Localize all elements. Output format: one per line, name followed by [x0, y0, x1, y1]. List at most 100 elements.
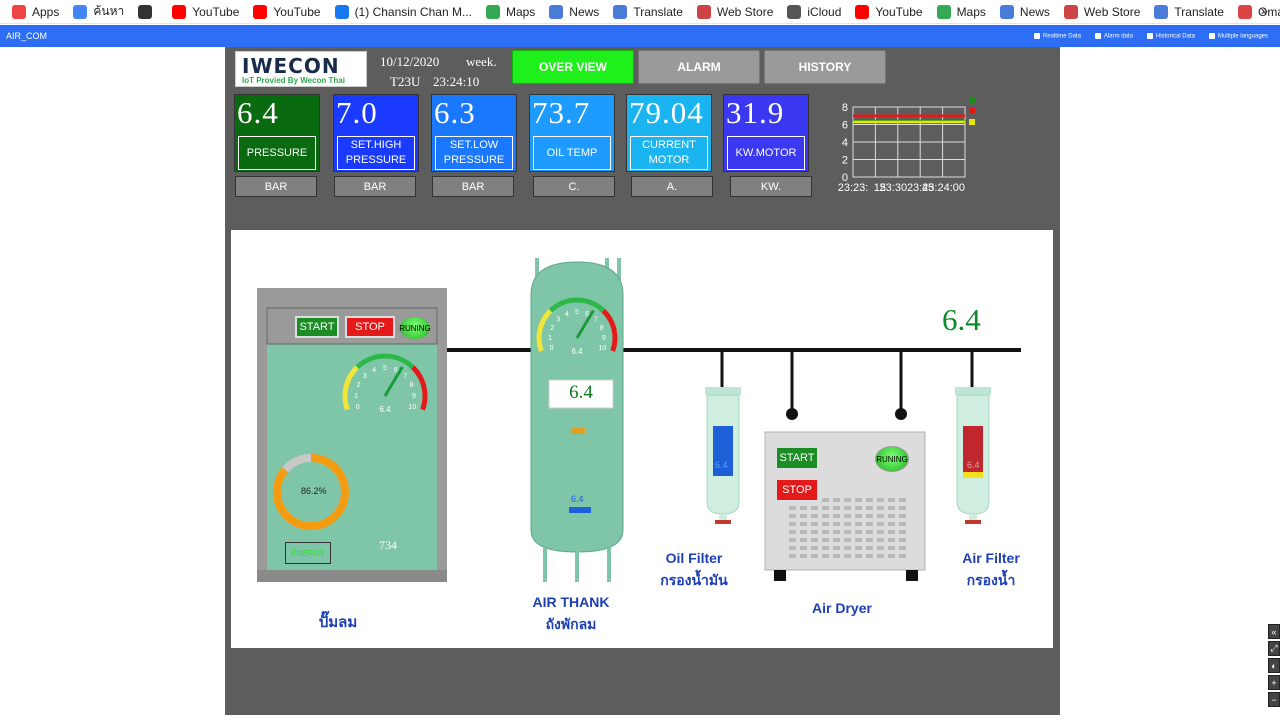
metric-unit: BAR [432, 176, 514, 197]
bookmark-6[interactable]: Maps [485, 4, 535, 19]
zoom-control-2[interactable]: ◐ [1268, 658, 1280, 673]
bookmark-9[interactable]: Web Store [696, 4, 773, 19]
dryer-vent-slot [833, 514, 840, 518]
historical-data-link[interactable]: Historical Data [1146, 32, 1195, 39]
air-filter-band [963, 472, 983, 478]
realtime-data-link[interactable]: Realtime Data [1033, 32, 1081, 39]
gauge-tick-label: 4 [565, 311, 569, 318]
weekday-display: T23U [390, 74, 421, 89]
metric-unit: C. [533, 176, 615, 197]
dryer-vent-slot [877, 554, 884, 558]
bookmark-14[interactable]: Web Store [1063, 4, 1140, 19]
dryer-vent-slot [844, 522, 851, 526]
dryer-vent-slot [822, 498, 829, 502]
bookmark-label: Translate [1174, 4, 1224, 19]
dryer-vent-slot [800, 506, 807, 510]
zoom-control-4[interactable]: − [1268, 692, 1280, 707]
bookmark-label: YouTube [273, 4, 321, 19]
dryer-vent-slot [888, 498, 895, 502]
dryer-vent-slot [800, 538, 807, 542]
dryer-stop-button[interactable]: STOP [775, 478, 819, 502]
apple-icon [787, 4, 802, 19]
bookmark-5[interactable]: (1) Chansin Chan M... [334, 4, 472, 19]
compressor-start-button[interactable]: START [295, 316, 339, 338]
bookmark-4[interactable]: YouTube [253, 4, 321, 19]
compressor-stop-button[interactable]: STOP [345, 316, 395, 338]
dryer-vent-slot [789, 538, 796, 542]
overview-button[interactable]: OVER VIEW [512, 50, 634, 84]
bookmark-11[interactable]: YouTube [855, 4, 923, 19]
compressor-base [257, 570, 447, 582]
bookmark-13[interactable]: News [999, 4, 1050, 19]
dryer-vent-slot [866, 538, 873, 542]
app-bar: AIR_COM Realtime Data Alarm data Histori… [0, 25, 1280, 47]
dryer-vent-slot [866, 522, 873, 526]
metric-value: 7.0 [336, 95, 378, 130]
dryer-vent-slot [899, 530, 906, 534]
chart-x-tick: 23:23: [838, 182, 869, 194]
gauge-arc-band [601, 308, 618, 352]
gmail-icon [1237, 4, 1252, 19]
dryer-start-button[interactable]: START [775, 446, 819, 470]
energy-button[interactable]: ENERGY [285, 542, 331, 564]
chart-y-tick: 4 [842, 137, 848, 149]
globe-icon [138, 4, 153, 19]
bookmark-3[interactable]: YouTube [172, 4, 239, 19]
history-button[interactable]: HISTORY [764, 50, 886, 84]
dryer-vent-slot [888, 546, 895, 550]
dryer-vent-slot [855, 498, 862, 502]
youtube-icon [253, 4, 268, 19]
dryer-vent-slot [822, 538, 829, 542]
air-filter-valve [965, 520, 981, 524]
bookmarks-more-button[interactable]: » [1260, 3, 1268, 18]
gauge-tick-label: 5 [575, 309, 579, 316]
gauge-tick-label: 6 [394, 367, 398, 374]
dryer-vent-slot [789, 530, 796, 534]
pipe-joint-dryer-in [786, 408, 798, 420]
bookmark-15[interactable]: Translate [1154, 4, 1224, 19]
dryer-vent-slot [844, 546, 851, 550]
zoom-control-3[interactable]: + [1268, 675, 1280, 690]
bookmark-16[interactable]: Gmail [1237, 4, 1280, 19]
dryer-vent-slot [855, 530, 862, 534]
dryer-vent-slot [866, 506, 873, 510]
maps-icon [485, 4, 500, 19]
zoom-control-1[interactable]: ⤢ [1268, 641, 1280, 656]
gauge-tick-label: 8 [410, 382, 414, 389]
bookmark-12[interactable]: Maps [936, 4, 986, 19]
tank-leg-3 [607, 548, 611, 582]
wecon-logo: IWECON IoT Provied By Wecon Thai [235, 51, 367, 87]
alarm-data-link[interactable]: Alarm data [1094, 32, 1133, 39]
bookmark-8[interactable]: Translate [613, 4, 683, 19]
bookmark-7[interactable]: News [549, 4, 599, 19]
tank-indicator [571, 428, 585, 434]
gauge-arc-band [342, 365, 360, 411]
chart-legend-swatch [969, 108, 975, 114]
dryer-vent-slot [899, 506, 906, 510]
news-icon [999, 4, 1014, 19]
chart-icon [1146, 32, 1153, 39]
languages-link[interactable]: Multiple languages [1208, 32, 1268, 39]
bookmark-0[interactable]: Apps [12, 4, 59, 19]
bookmark-2[interactable] [138, 4, 158, 19]
dryer-vent-slot [800, 554, 807, 558]
oil-filter-value: 6.4 [715, 460, 728, 470]
alarm-button[interactable]: ALARM [638, 50, 760, 84]
tank-leg-2 [575, 548, 579, 582]
dryer-vent-slot [811, 514, 818, 518]
gauge-value: 6.4 [571, 347, 583, 356]
line-pressure-display: 6.4 [942, 302, 981, 337]
dryer-vent-slot [866, 498, 873, 502]
dryer-vent-slot [844, 554, 851, 558]
bookmark-10[interactable]: iCloud [787, 4, 841, 19]
dryer-vent-slot [822, 546, 829, 550]
chart-y-tick: 2 [842, 155, 848, 167]
bell-icon [1094, 32, 1101, 39]
chart-legend-swatch [969, 97, 975, 103]
zoom-control-0[interactable]: « [1268, 624, 1280, 639]
bookmark-1[interactable]: ค้นหา [73, 2, 124, 21]
